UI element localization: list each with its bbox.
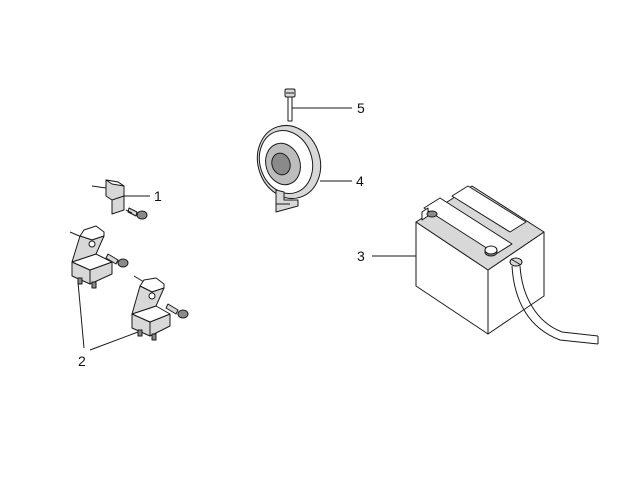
- relay-bracket-part-1: [91, 179, 148, 220]
- callout-3: 3: [357, 248, 365, 264]
- horn-part-4: [256, 125, 322, 213]
- callout-2: 2: [78, 353, 86, 369]
- callout-4: 4: [356, 173, 364, 189]
- battery-part-3: [415, 185, 599, 345]
- bolt-part-5: [284, 88, 296, 122]
- callout-5: 5: [357, 100, 365, 116]
- relay-part-2-upper: [69, 225, 129, 289]
- callout-1: 1: [154, 188, 162, 204]
- relay-part-2-lower: [131, 275, 189, 341]
- leader-2b: [89, 331, 139, 351]
- leader-2a: [77, 281, 85, 349]
- leader-lines: [77, 107, 416, 351]
